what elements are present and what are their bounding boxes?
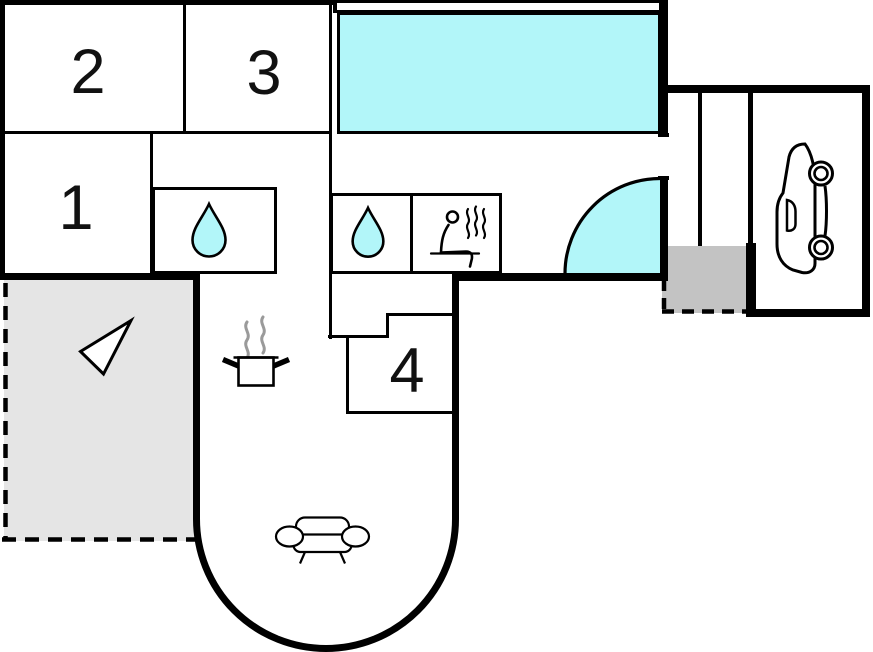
pot-handle-right: [272, 356, 291, 369]
steam-line: [260, 315, 266, 355]
car-window: [785, 198, 797, 232]
room-2-area: [5, 5, 183, 131]
wall-rooms-bottom: [5, 131, 332, 134]
wall-top: [0, 0, 336, 5]
door-swing: [563, 176, 661, 274]
water-drop-icon: [191, 200, 227, 258]
sofa-leg-right: [338, 551, 347, 564]
water-drop-icon: [351, 204, 385, 258]
window-strip: [337, 3, 659, 10]
wall-mid-right: [452, 273, 668, 281]
terrace-left-area: [4, 279, 197, 541]
room-2-label: 2: [70, 37, 105, 107]
wall-room4-top: [386, 313, 455, 316]
swimming-pool: [337, 12, 661, 134]
door-jamb-top: [658, 133, 669, 137]
inner-walls: [5, 0, 455, 414]
outer-walls: [0, 0, 669, 652]
wall-room4-left: [346, 337, 349, 414]
room-1-area: [5, 134, 150, 273]
garage-wall-bottom: [748, 309, 870, 317]
room-3-area: [186, 5, 329, 131]
room-3-label: 3: [246, 38, 281, 108]
door-opening: [659, 137, 669, 176]
car-wheel-front-hub: [813, 165, 829, 182]
sofa-icon: [274, 516, 371, 564]
sauna-room: [410, 193, 502, 274]
terrace-left: [2, 279, 197, 542]
wall-mid-left: [0, 273, 200, 280]
north-arrow-icon: [78, 316, 135, 377]
garage-divider-1: [698, 93, 702, 246]
terrace-right-area: [662, 246, 750, 313]
wall-left: [0, 0, 5, 280]
steam-line: [244, 320, 250, 360]
wall-corridor-step: [386, 314, 389, 338]
door-swing-area: [565, 178, 660, 274]
sofa-armrest-left: [274, 525, 305, 548]
car-icon: [775, 142, 834, 275]
room-1-label: 1: [58, 173, 93, 243]
car-side: [823, 185, 828, 237]
wall-pool-room-left: [329, 0, 332, 339]
door-jamb-bottom: [658, 176, 669, 180]
garage-block: [660, 85, 870, 317]
pool-room: [333, 0, 668, 134]
wall-room2-room3: [183, 5, 186, 133]
living-room-area: [200, 280, 452, 645]
wall-room4-bottom: [346, 411, 455, 414]
garage-wall-left-lower: [746, 243, 756, 317]
cooking-pot-icon: [221, 315, 291, 387]
terrace-right: [661, 246, 750, 314]
pot-handle-left: [221, 356, 240, 369]
door-swing-arc: [563, 176, 661, 274]
sofa-armrest-right: [340, 525, 371, 548]
sofa-leg-left: [298, 551, 307, 564]
car-wheel-rear-hub: [813, 239, 829, 256]
garage-wall-top: [660, 85, 870, 93]
room-4-label: 4: [389, 336, 424, 406]
sauna-icon: [429, 205, 487, 268]
bathroom-2: [330, 193, 413, 274]
wall-room1-right: [150, 133, 153, 275]
wall-corridor-bottom-left: [328, 335, 389, 338]
wall-living-u-shape: [193, 276, 459, 652]
garage-area: [756, 93, 862, 309]
garage-wall-right: [862, 85, 870, 317]
garage-divider-2: [748, 93, 753, 246]
